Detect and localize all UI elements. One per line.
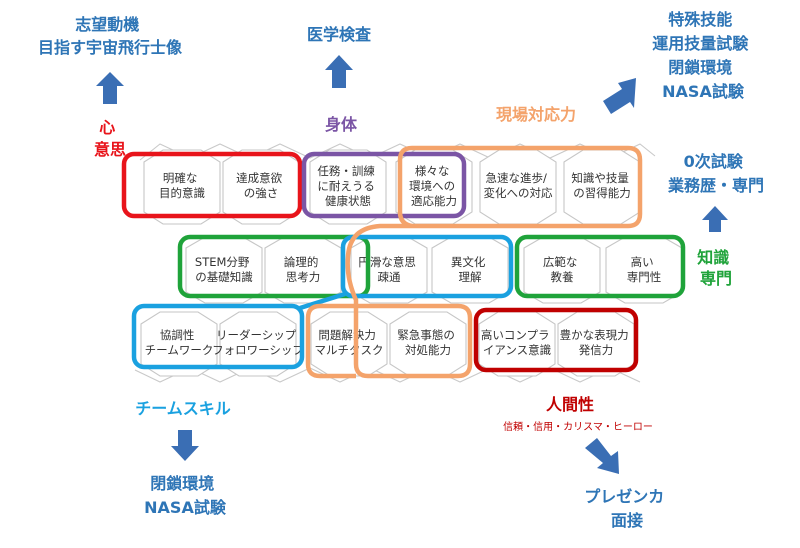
hex-problem-solving: 問題解決力 マルチタスク — [315, 328, 384, 357]
hex-rapid-change: 急速な進歩/ 変化への対応 — [484, 171, 553, 200]
group-cyan-outline-upper — [340, 234, 514, 299]
arrow-diagonal-presentation — [585, 438, 619, 474]
outcome-special: 特殊技能 運用技量試験 閉鎖環境 NASA試験 — [652, 10, 754, 101]
arrow-up-zero — [702, 206, 728, 232]
category-knowledge: 知識 専門 — [697, 248, 735, 288]
category-body: 身体 — [325, 115, 358, 134]
hex-environment-adaptability: 様々な 環境への 適応能力 — [409, 164, 459, 208]
hex-compliance: 高いコンプラ イアンス意識 — [481, 328, 553, 357]
outcome-motivation: 志望動機 目指す宇宙飛行士像 — [38, 15, 183, 57]
hex-stem-basics: STEM分野 の基礎知識 — [195, 255, 253, 284]
arrow-diagonal-special — [603, 78, 636, 114]
group-red-outline — [121, 151, 303, 219]
hex-row-1: 明確な 目的意識 達成意欲 の強さ 任務・訓練 に耐えうる 健康状態 様々な 環… — [143, 149, 641, 225]
outcome-closed: 閉鎖環境 NASA試験 — [144, 474, 227, 517]
hex-clear-purpose: 明確な 目的意識 — [159, 171, 205, 200]
hex-row-2: STEM分野 の基礎知識 論理的 思考力 円滑な意思 疎通 異文化 理解 広範な… — [185, 236, 683, 304]
group-cyan-outline-lower — [131, 303, 305, 370]
hex-logical-thinking: 論理的 思考力 — [284, 255, 322, 284]
group-purple-outline — [301, 151, 467, 219]
hex-smooth-communication: 円滑な意思 疎通 — [358, 255, 419, 284]
hex-cross-cultural: 異文化 理解 — [451, 255, 489, 284]
arrow-up-motivation — [96, 72, 124, 104]
hex-teamwork: 協調性 チームワーク — [145, 328, 214, 357]
hex-broad-education: 広範な 教養 — [543, 255, 581, 284]
hex-emergency-response: 緊急事態の 対処能力 — [397, 328, 458, 357]
outcome-medical: 医学検査 — [307, 25, 371, 44]
category-team: チームスキル — [135, 399, 231, 418]
outcome-presentation: プレゼンカ 面接 — [584, 487, 670, 530]
hex-high-expertise: 高い 専門性 — [627, 255, 662, 284]
category-humanity: 人間性 — [546, 395, 594, 414]
hex-learning-ability: 知識や技量 の習得能力 — [571, 171, 632, 200]
hex-leadership: リーダーシップ フォロワーシップ — [212, 328, 304, 357]
category-heart: 心 意思 — [94, 118, 126, 159]
hex-health-condition: 任務・訓練 に耐えうる 健康状態 — [317, 164, 378, 208]
group-darkred-outline — [473, 307, 639, 373]
category-field: 現場対応力 — [496, 105, 576, 124]
cyan-connector — [299, 291, 346, 311]
hex-achievement-drive: 達成意欲 の強さ — [236, 171, 286, 200]
group-green-outline-right — [514, 234, 686, 299]
arrow-up-medical — [325, 55, 353, 88]
hex-expression: 豊かな表現力 発信力 — [560, 328, 633, 357]
group-green-outline-left — [177, 234, 371, 299]
category-humanity-sub: 信頼・信用・カリスマ・ヒーロー — [503, 421, 653, 433]
hex-row-3: 協調性 チームワーク リーダーシップ フォロワーシップ 問題解決力 マルチタスク… — [140, 311, 635, 377]
arrow-down-closed — [171, 430, 199, 461]
group-orange-outline — [305, 145, 643, 379]
bg-hex-top — [139, 143, 656, 161]
outcome-zero: 0次試験 業務歴・専門 — [667, 152, 764, 195]
